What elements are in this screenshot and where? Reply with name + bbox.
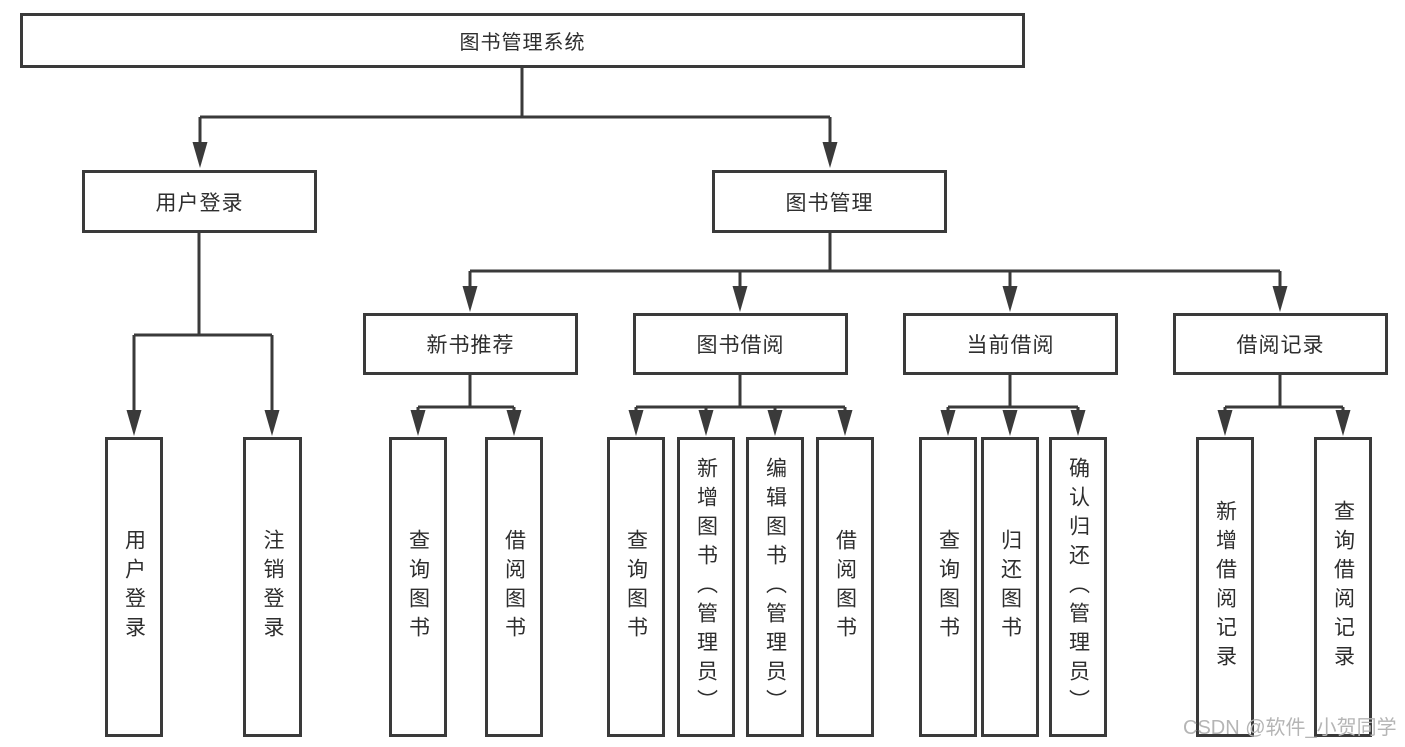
leaf-return-books-label: 归还图书 xyxy=(998,529,1022,645)
node-current-borrowing: 当前借阅 xyxy=(903,313,1118,375)
leaf-add-borrow-record-label: 新增借阅记录 xyxy=(1213,500,1237,674)
leaf-query-books-current: 查询图书 xyxy=(919,437,977,737)
leaf-edit-books-admin: 编辑图书（管理员） xyxy=(746,437,804,737)
node-new-book-recommendation: 新书推荐 xyxy=(363,313,578,375)
leaf-add-borrow-record: 新增借阅记录 xyxy=(1196,437,1254,737)
leaf-add-books-admin-label: 新增图书（管理员） xyxy=(694,456,718,718)
leaf-confirm-return-admin-label: 确认归还（管理员） xyxy=(1066,456,1090,718)
leaf-query-borrow-record-label: 查询借阅记录 xyxy=(1331,500,1355,674)
arrowhead xyxy=(767,410,783,436)
arrowhead xyxy=(506,410,522,436)
leaf-user-login-label: 用户登录 xyxy=(122,529,146,645)
arrowhead xyxy=(1217,410,1233,436)
arrowhead xyxy=(628,410,644,436)
leaf-borrow-books-borrow-label: 借阅图书 xyxy=(833,529,857,645)
arrowhead xyxy=(732,286,748,312)
leaf-query-books-new-label: 查询图书 xyxy=(406,529,430,645)
arrowhead xyxy=(192,142,208,168)
arrowhead xyxy=(1070,410,1086,436)
leaf-borrow-books-new: 借阅图书 xyxy=(485,437,543,737)
leaf-user-login: 用户登录 xyxy=(105,437,163,737)
leaf-query-borrow-record: 查询借阅记录 xyxy=(1314,437,1372,737)
watermark: CSDN @软件_小贺同学 xyxy=(1183,717,1397,739)
leaf-add-books-admin: 新增图书（管理员） xyxy=(677,437,735,737)
leaf-logout-label: 注销登录 xyxy=(261,529,284,645)
node-library-management-system: 图书管理系统 xyxy=(20,13,1025,68)
arrowhead xyxy=(410,410,426,436)
node-book-borrowing: 图书借阅 xyxy=(633,313,848,375)
arrowhead xyxy=(1272,286,1288,312)
leaf-borrow-books-borrow: 借阅图书 xyxy=(816,437,874,737)
arrowhead xyxy=(264,410,280,436)
leaf-query-books-borrow: 查询图书 xyxy=(607,437,665,737)
arrowhead xyxy=(462,286,478,312)
leaf-query-books-borrow-label: 查询图书 xyxy=(624,529,648,645)
arrowhead xyxy=(1002,410,1018,436)
leaf-confirm-return-admin: 确认归还（管理员） xyxy=(1049,437,1107,737)
arrowhead xyxy=(837,410,853,436)
leaf-return-books: 归还图书 xyxy=(981,437,1039,737)
arrowhead xyxy=(940,410,956,436)
arrowhead xyxy=(1335,410,1351,436)
arrowhead xyxy=(1002,286,1018,312)
leaf-query-books-new: 查询图书 xyxy=(389,437,447,737)
node-user-login: 用户登录 xyxy=(82,170,317,233)
arrowhead xyxy=(698,410,714,436)
leaf-edit-books-admin-label: 编辑图书（管理员） xyxy=(763,456,787,718)
node-borrowing-records: 借阅记录 xyxy=(1173,313,1388,375)
leaf-logout: 注销登录 xyxy=(243,437,302,737)
arrowhead xyxy=(822,142,838,168)
leaf-query-books-current-label: 查询图书 xyxy=(936,529,960,645)
node-book-management: 图书管理 xyxy=(712,170,947,233)
leaf-borrow-books-new-label: 借阅图书 xyxy=(502,529,526,645)
arrowhead xyxy=(126,410,142,436)
